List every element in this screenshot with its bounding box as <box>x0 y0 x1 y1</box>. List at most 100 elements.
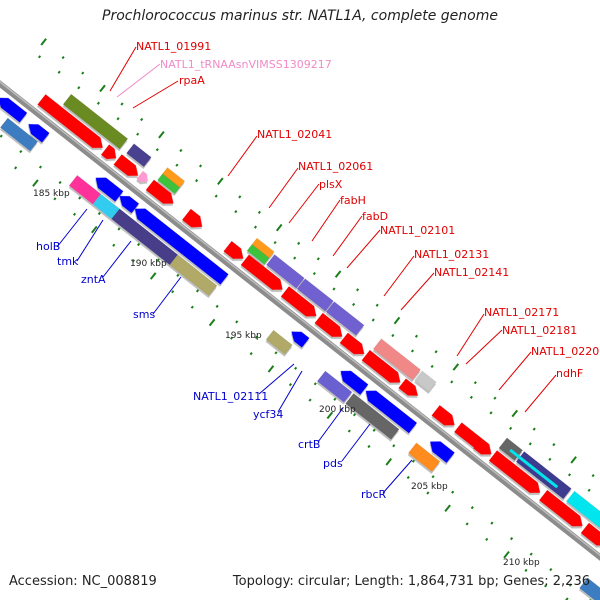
gene-feature[interactable] <box>372 338 421 381</box>
gene-feature[interactable] <box>223 240 248 264</box>
gene-label[interactable]: sms <box>133 308 155 321</box>
gene-feature[interactable] <box>116 191 140 214</box>
minor-tick <box>473 381 477 385</box>
gene-label[interactable]: ndhF <box>556 367 583 380</box>
gene-feature[interactable] <box>92 173 124 202</box>
minor-tick <box>235 320 239 324</box>
gene-label[interactable]: NATL1_02171 <box>484 306 559 319</box>
major-tick <box>208 318 216 327</box>
gene-label[interactable]: zntA <box>81 273 106 286</box>
gene-label[interactable]: NATL1_02201 <box>531 345 600 358</box>
gene-feature[interactable] <box>266 254 305 289</box>
minor-tick <box>112 243 116 247</box>
major-tick <box>393 316 401 325</box>
gene-feature[interactable] <box>37 94 107 153</box>
gene-feature[interactable] <box>488 450 544 497</box>
gene-feature[interactable] <box>280 285 320 321</box>
gene-label[interactable]: NATL1_02181 <box>502 324 577 337</box>
minor-tick <box>190 305 194 309</box>
gene-label[interactable]: NATL1_02041 <box>257 128 332 141</box>
label-leader <box>383 255 415 297</box>
reverse-labels: holB tmk zntA sms NATL1_02111 ycf34 crtB… <box>36 208 413 501</box>
minor-tick <box>0 134 3 138</box>
major-tick <box>99 84 106 93</box>
gene-feature[interactable] <box>265 329 293 355</box>
gene-label[interactable]: NATL1_02131 <box>414 248 489 261</box>
gene-feature[interactable] <box>339 332 368 359</box>
gene-feature[interactable] <box>25 119 50 143</box>
minor-tick <box>490 521 494 525</box>
gene-feature[interactable] <box>240 254 287 295</box>
minor-tick <box>485 537 489 542</box>
gene-label[interactable]: ycf34 <box>253 408 283 421</box>
gene-feature[interactable] <box>136 170 151 185</box>
major-tick <box>158 131 165 139</box>
minor-tick <box>333 397 337 401</box>
gene-label[interactable]: NATL1_01991 <box>136 40 211 53</box>
gene-feature[interactable] <box>414 370 437 392</box>
gene-feature[interactable] <box>579 577 600 600</box>
gene-feature[interactable] <box>345 392 400 440</box>
gene-feature[interactable] <box>316 370 353 403</box>
gene-feature[interactable] <box>337 366 369 396</box>
gene-label[interactable]: NATL1_02141 <box>434 266 509 279</box>
gene-label[interactable]: fabD <box>362 210 388 223</box>
gene-feature[interactable] <box>361 349 405 387</box>
gene-label[interactable]: NATL1_02111 <box>193 390 268 403</box>
gene-feature[interactable] <box>431 404 459 430</box>
gene-feature[interactable] <box>100 144 120 164</box>
gene-label[interactable]: NATL1_tRNAAsnVIMSS1309217 <box>160 58 332 71</box>
gene-feature[interactable] <box>538 489 586 531</box>
gene-feature[interactable] <box>325 301 365 336</box>
minor-tick <box>406 475 410 480</box>
minor-tick <box>257 210 261 214</box>
gene-feature[interactable] <box>362 386 418 434</box>
gene-feature[interactable] <box>145 179 178 209</box>
gene-feature[interactable] <box>314 312 347 342</box>
minor-tick <box>532 427 536 431</box>
gene-label[interactable]: rbcR <box>361 488 387 501</box>
gene-feature[interactable] <box>126 143 152 168</box>
gene-feature[interactable] <box>113 154 142 180</box>
gene-label[interactable]: NATL1_02061 <box>298 160 373 173</box>
gene-feature[interactable] <box>508 448 559 489</box>
gene-feature[interactable] <box>472 437 495 459</box>
minor-tick <box>234 210 238 214</box>
gene-feature[interactable] <box>296 278 334 312</box>
minor-tick <box>97 211 101 216</box>
gene-feature[interactable] <box>62 93 129 150</box>
major-tick <box>326 411 334 420</box>
gene-feature[interactable] <box>426 437 455 464</box>
gene-feature[interactable] <box>398 378 422 401</box>
gene-feature[interactable] <box>181 208 206 232</box>
gene-feature[interactable] <box>408 442 441 473</box>
gene-label[interactable]: NATL1_02101 <box>380 224 455 237</box>
gene-label[interactable]: pds <box>323 457 343 470</box>
gene-feature[interactable] <box>246 244 270 265</box>
gene-feature[interactable] <box>169 254 218 297</box>
gene-feature[interactable] <box>288 327 310 348</box>
gene-label[interactable]: crtB <box>298 438 320 451</box>
minor-tick <box>61 55 65 60</box>
gene-label[interactable]: tmk <box>57 255 79 268</box>
gene-label[interactable]: fabH <box>340 194 366 207</box>
minor-tick <box>215 304 219 308</box>
minor-tick <box>544 584 548 588</box>
minor-tick <box>254 335 258 339</box>
gene-label[interactable]: rpaA <box>179 74 205 87</box>
gene-label[interactable]: plsX <box>319 178 343 191</box>
kbp-label: 200 kbp <box>319 405 356 415</box>
label-leader <box>332 215 363 257</box>
gene-feature[interactable] <box>0 93 28 123</box>
minor-tick <box>312 271 316 276</box>
features-layer <box>0 93 600 600</box>
minor-tick <box>81 71 85 75</box>
gene-label[interactable]: holB <box>36 240 60 253</box>
gene-feature[interactable] <box>0 117 38 152</box>
minor-tick <box>120 102 124 106</box>
gene-feature[interactable] <box>157 173 181 195</box>
minor-tick <box>229 336 234 340</box>
gene-feature[interactable] <box>580 522 600 551</box>
minor-tick <box>489 411 493 415</box>
gene-feature[interactable] <box>189 249 229 285</box>
